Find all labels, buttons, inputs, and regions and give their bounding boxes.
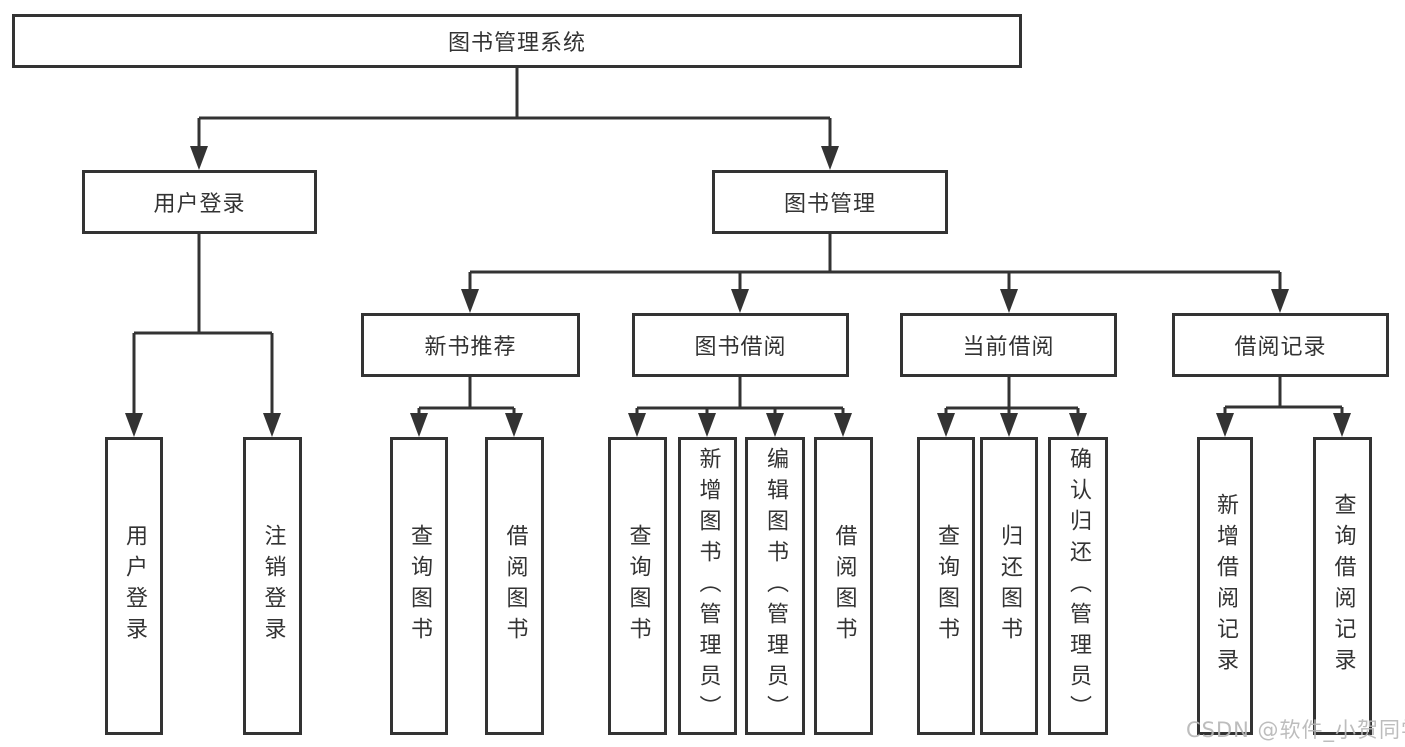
leaf-br-add-record-label: 新增借阅记录 <box>1213 493 1238 679</box>
leaf-bb-add-book-admin-label: 新增图书（管理员） <box>695 446 721 726</box>
node-book-borrow: 图书借阅 <box>632 313 849 377</box>
leaf-logout: 注销登录 <box>243 437 302 735</box>
leaf-cb-confirm-return-admin-label: 确认归还（管理员） <box>1066 446 1091 726</box>
leaf-cb-return-book: 归还图书 <box>980 437 1038 735</box>
node-user-login: 用户登录 <box>82 170 317 234</box>
node-book-borrow-label: 图书借阅 <box>694 335 787 360</box>
node-book-management-label: 图书管理 <box>783 192 876 217</box>
watermark: CSDN @软件_小贺同学 <box>1186 718 1405 742</box>
node-new-book-recommend: 新书推荐 <box>361 313 580 377</box>
node-user-login-label: 用户登录 <box>153 192 246 217</box>
node-current-borrow-label: 当前借阅 <box>962 335 1055 360</box>
node-borrow-records-label: 借阅记录 <box>1234 335 1327 360</box>
leaf-nbr-borrow-book-label: 借阅图书 <box>502 524 528 648</box>
leaf-bb-borrow-book-label: 借阅图书 <box>831 524 857 648</box>
leaf-br-add-record: 新增借阅记录 <box>1197 437 1253 735</box>
leaf-bb-add-book-admin: 新增图书（管理员） <box>678 437 737 735</box>
node-root: 图书管理系统 <box>12 14 1022 68</box>
leaf-br-query-record: 查询借阅记录 <box>1313 437 1372 735</box>
leaf-cb-query-book: 查询图书 <box>917 437 975 735</box>
leaf-nbr-query-book: 查询图书 <box>390 437 448 735</box>
leaf-user-login: 用户登录 <box>105 437 163 735</box>
leaf-bb-query-book: 查询图书 <box>608 437 667 735</box>
leaf-cb-query-book-label: 查询图书 <box>934 524 959 648</box>
leaf-nbr-borrow-book: 借阅图书 <box>485 437 544 735</box>
leaf-br-query-record-label: 查询借阅记录 <box>1330 493 1356 679</box>
leaf-cb-confirm-return-admin: 确认归还（管理员） <box>1048 437 1108 735</box>
leaf-bb-edit-book-admin-label: 编辑图书（管理员） <box>763 446 788 726</box>
leaf-nbr-query-book-label: 查询图书 <box>407 524 432 648</box>
leaf-bb-borrow-book: 借阅图书 <box>814 437 873 735</box>
leaf-user-login-label: 用户登录 <box>122 524 147 648</box>
node-new-book-recommend-label: 新书推荐 <box>424 335 517 360</box>
node-borrow-records: 借阅记录 <box>1172 313 1389 377</box>
node-current-borrow: 当前借阅 <box>900 313 1117 377</box>
node-root-label: 图书管理系统 <box>447 31 586 56</box>
leaf-bb-edit-book-admin: 编辑图书（管理员） <box>745 437 805 735</box>
leaf-cb-return-book-label: 归还图书 <box>997 524 1022 648</box>
leaf-bb-query-book-label: 查询图书 <box>625 524 651 648</box>
node-book-management: 图书管理 <box>712 170 948 234</box>
leaf-logout-label: 注销登录 <box>260 524 286 648</box>
